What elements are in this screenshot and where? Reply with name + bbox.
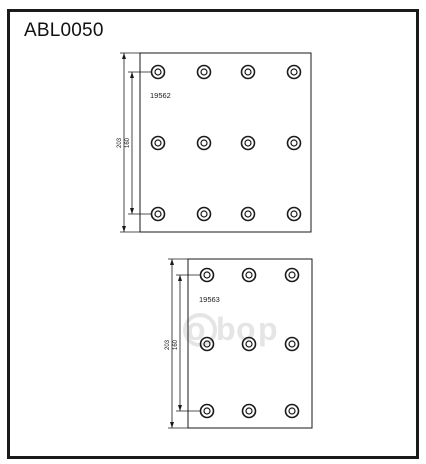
bolt-hole-inner [245,407,253,415]
bolt-hole-inner [154,210,162,218]
bolt-hole-outer [286,206,302,222]
bolt-hole-inner [244,210,252,218]
pad-1-inner-dimension: 160 [125,137,131,148]
bolt-hole-outer [284,336,300,352]
bolt-hole-inner [245,271,253,279]
pad-2-dimensions [168,258,200,429]
bolt-hole-outer [286,64,302,80]
bolt-hole-outer [199,336,215,352]
bolt-hole-outer [240,64,256,80]
bolt-hole-outer [240,206,256,222]
bolt-hole-inner [290,68,298,76]
bolt-hole-outer [241,267,257,283]
bolt-hole-outer [196,206,212,222]
pad-1-outline [139,52,312,233]
bolt-hole-inner [203,340,211,348]
bolt-hole-inner [203,407,211,415]
bolt-hole-inner [244,68,252,76]
bolt-hole-inner [288,271,296,279]
bolt-hole-outer [196,64,212,80]
watermark-logo: o b o p [183,311,278,347]
bolt-hole-inner [290,139,298,147]
pad-2-holes [199,267,300,419]
bolt-hole-outer [199,403,215,419]
watermark-text-2: b [216,311,236,347]
bolt-hole-outer [150,64,166,80]
bolt-hole-outer [150,135,166,151]
pad-2-outer-dimension: 203 [165,339,171,350]
bolt-hole-inner [200,139,208,147]
bolt-hole-outer [241,403,257,419]
pad-2-arrows [170,259,182,428]
bolt-hole-outer [240,135,256,151]
part-title: ABL0050 [24,20,104,41]
drawing-frame [7,9,419,459]
brake-lining-pad-1: 19562 203 160 [117,52,312,233]
pad-2-inner-dimension: 160 [173,339,179,350]
bolt-hole-outer [286,135,302,151]
bolt-hole-inner [203,271,211,279]
bolt-hole-outer [284,403,300,419]
brake-lining-pad-2: 19563 203 160 [165,258,313,429]
bolt-hole-outer [241,336,257,352]
pad-1-dimensions [120,52,152,233]
watermark-text: o [186,311,206,347]
bolt-hole-outer [284,267,300,283]
bolt-hole-inner [288,340,296,348]
bolt-hole-outer [199,267,215,283]
pad-1-outer-dimension: 203 [117,137,123,148]
watermark-text-4: p [258,311,278,347]
watermark-text-3: o [236,311,256,347]
pad-1-arrows [122,53,134,232]
bolt-hole-inner [290,210,298,218]
bolt-hole-inner [200,68,208,76]
bolt-hole-inner [154,68,162,76]
bolt-hole-inner [200,210,208,218]
bolt-hole-inner [244,139,252,147]
bolt-hole-inner [154,139,162,147]
pad-2-part-number: 19563 [199,295,220,304]
bolt-hole-inner [245,340,253,348]
pad-1-part-number: 19562 [150,91,171,100]
bolt-hole-outer [196,135,212,151]
pad-1-holes [150,64,302,222]
bolt-hole-outer [150,206,166,222]
bolt-hole-inner [288,407,296,415]
pad-2-outline [187,258,313,429]
